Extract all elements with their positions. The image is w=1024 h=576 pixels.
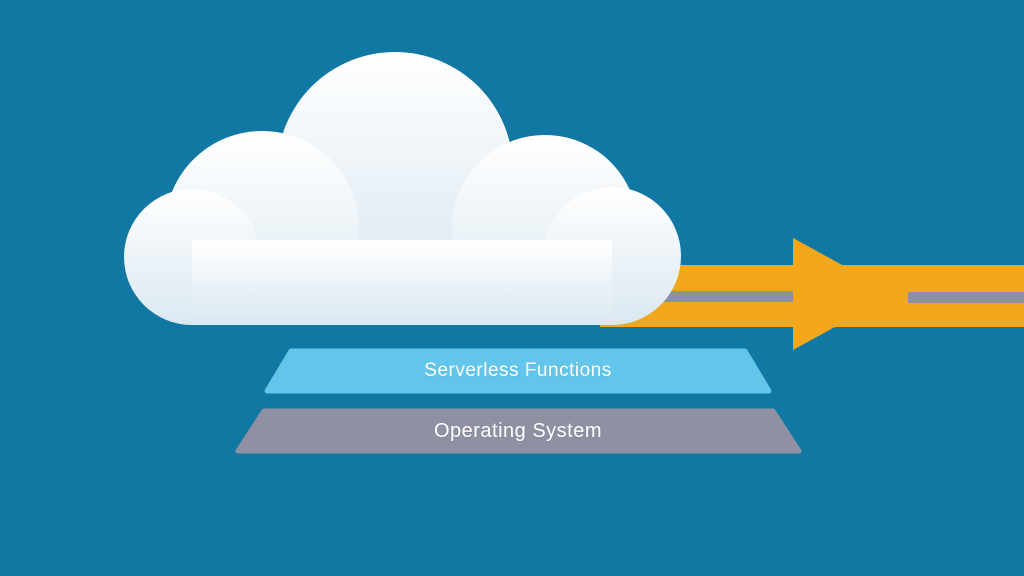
layer-label-serverless-functions: Serverless Functions	[424, 360, 612, 381]
layer-shape-serverless-functions	[264, 348, 772, 394]
layer-label-operating-system: Operating System	[433, 420, 603, 442]
arrow-stripe-left	[640, 291, 793, 302]
cloud-base	[192, 240, 612, 325]
cloud-icon	[124, 52, 681, 325]
arrow-stripe-right	[908, 292, 1024, 303]
arrow-right-icon	[600, 238, 1024, 350]
layer-shape-operating-system	[235, 408, 802, 454]
arrow-head	[793, 238, 895, 350]
